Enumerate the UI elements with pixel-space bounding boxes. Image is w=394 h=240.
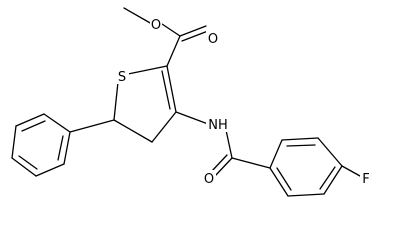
bond-c3-c2-b: [161, 70, 171, 110]
bond-ph-1: [43, 113, 71, 133]
amide-nitrogen-label: NH: [208, 118, 228, 133]
bond-fph-inner-1: [286, 144, 316, 147]
fluorine-bg: [360, 170, 372, 186]
bond-carbonyl-o-double-a: [179, 25, 207, 37]
atom-labels: O O S NH O F: [115, 16, 372, 187]
amide-oxygen-bg: [202, 170, 216, 186]
bond-carbonyl-aryl: [231, 157, 271, 169]
bond-fph-f: [341, 165, 361, 177]
bond-ph-4: [11, 157, 37, 177]
bond-fph-1: [269, 139, 283, 169]
bond-fph-2: [281, 137, 319, 141]
amide-nitrogen-bg: [206, 116, 230, 132]
bond-ph-inner-3: [57, 135, 64, 161]
bond-ph-inner-2: [18, 155, 38, 170]
bond-c5-c4: [113, 119, 153, 143]
bond-c3-n: [175, 111, 209, 125]
bond-ph-inner-1: [21, 120, 46, 132]
bond-fph-6: [269, 167, 289, 197]
bond-c4-c3: [151, 111, 177, 143]
amide-oxygen-label: O: [204, 172, 214, 187]
bond-c5-phenyl: [69, 119, 115, 133]
carbonyl-oxygen-bg: [206, 30, 220, 46]
ester-oxygen-label: O: [151, 18, 161, 33]
bond-fph-3: [317, 137, 343, 167]
bond-amide-co-b: [210, 154, 228, 173]
sulfur-bg: [115, 68, 129, 84]
ester-oxygen-bg: [150, 16, 162, 32]
bond-c2-s: [127, 65, 168, 75]
bond-ph-3: [11, 125, 17, 159]
bond-carbonyl-o-double-b: [181, 30, 209, 42]
bond-amide-co-a: [214, 157, 233, 177]
carbonyl-oxygen-label: O: [208, 32, 218, 47]
bond-ph-2: [15, 113, 45, 127]
bond-methyl-o: [123, 7, 153, 25]
bond-fph-inner-3: [276, 167, 292, 191]
molecule-diagram: O O S NH O F: [11, 7, 372, 197]
bond-ph-6: [63, 131, 71, 165]
bond-s-c5: [113, 81, 119, 121]
bond-carbonyl-c2: [166, 35, 181, 67]
bond-n-carbonyl: [225, 129, 233, 159]
fluorine-label: F: [362, 172, 369, 187]
bonds: [11, 7, 361, 197]
bond-fph-5: [287, 193, 325, 197]
sulfur-label: S: [118, 70, 126, 85]
bond-fph-inner-2: [319, 166, 336, 190]
bond-c3-c2-a: [166, 65, 177, 113]
bond-fph-4: [323, 165, 343, 195]
bond-o-carbonyl: [161, 23, 181, 37]
bond-ph-5: [35, 163, 65, 177]
